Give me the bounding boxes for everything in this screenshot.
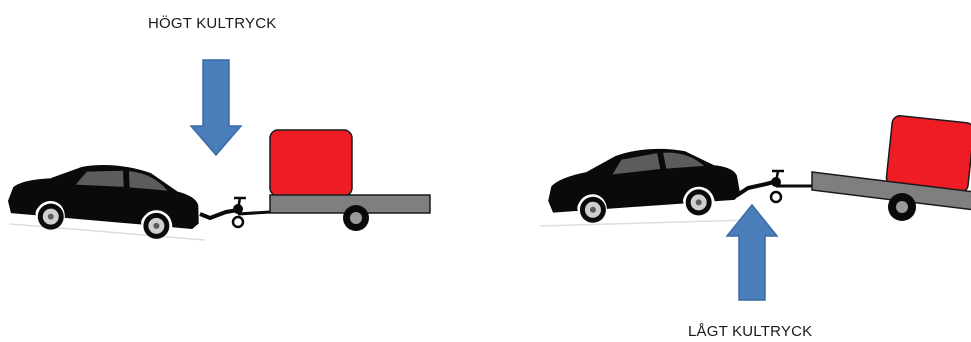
cargo-box	[886, 115, 971, 193]
scene-low-pressure	[540, 115, 971, 300]
tow-hitch	[200, 198, 270, 227]
car-icon	[6, 156, 203, 242]
tow-hitch	[736, 171, 812, 202]
cargo-box	[270, 130, 352, 196]
trailer-icon	[270, 130, 430, 231]
ground-line	[540, 220, 750, 226]
car-icon	[545, 143, 741, 226]
arrow-up-icon	[727, 205, 777, 300]
arrow-down-icon	[191, 60, 241, 155]
trailer-icon	[812, 115, 971, 221]
scene-high-pressure	[6, 60, 430, 242]
